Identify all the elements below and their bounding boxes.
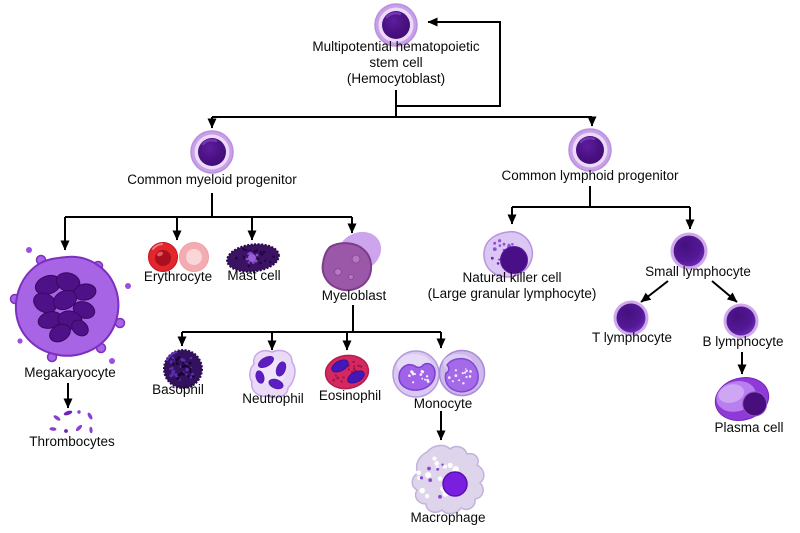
- label-plasma-cell: Plasma cell: [714, 420, 784, 435]
- label-t-lymphocyte: T lymphocyte: [591, 330, 673, 345]
- erythrocyte-icon: [148, 242, 209, 272]
- plasma-cell-icon: [714, 377, 770, 421]
- label-line: (Large granular lymphocyte): [427, 286, 597, 301]
- eosinophil-icon: [324, 354, 370, 390]
- macrophage-icon: [411, 444, 485, 515]
- monocyte-icon: [392, 349, 486, 398]
- label-nk-cell: Natural killer cell (Large granular lymp…: [428, 270, 597, 302]
- label-neutrophil: Neutrophil: [242, 391, 304, 406]
- mast-cell-icon: [226, 243, 280, 273]
- myeloid-progenitor-icon: [189, 129, 235, 175]
- edge-self-renewal-loop: [396, 17, 501, 107]
- label-mast-cell: Mast cell: [227, 268, 281, 283]
- myeloblast-icon: [321, 231, 382, 292]
- connector-lines: [60, 17, 747, 441]
- label-stem-cell: Multipotential hematopoietic stem cell (…: [312, 39, 479, 87]
- label-line: Natural killer cell: [462, 270, 562, 285]
- label-basophil: Basophil: [152, 382, 204, 397]
- label-myeloblast: Myeloblast: [321, 288, 387, 303]
- megakaryocyte-icon: [9, 247, 131, 364]
- edge-arrow-b-lymphocyte: [711, 280, 738, 303]
- label-lymphoid-progenitor: Common lymphoid progenitor: [501, 168, 679, 183]
- label-line: stem cell: [369, 55, 423, 70]
- basophil-icon: [163, 349, 203, 389]
- label-megakaryocyte: Megakaryocyte: [24, 365, 116, 380]
- edge-arrow-t-lymphocyte: [640, 280, 669, 303]
- nk-cell-icon: [483, 230, 534, 278]
- label-thrombocytes: Thrombocytes: [29, 434, 115, 449]
- label-b-lymphocyte: B lymphocyte: [702, 334, 784, 349]
- label-line: (Hemocytoblast): [346, 71, 446, 86]
- label-myeloid-progenitor: Common myeloid progenitor: [127, 172, 297, 187]
- label-erythrocyte: Erythrocyte: [143, 269, 213, 284]
- label-monocyte: Monocyte: [413, 396, 473, 411]
- label-macrophage: Macrophage: [410, 510, 486, 525]
- lymphoid-progenitor-icon: [567, 127, 613, 173]
- neutrophil-icon: [249, 349, 296, 399]
- label-small-lymphocyte: Small lymphocyte: [645, 264, 751, 279]
- label-eosinophil: Eosinophil: [318, 388, 382, 403]
- label-line: Multipotential hematopoietic: [312, 39, 480, 54]
- thrombocytes-icon: [49, 410, 93, 434]
